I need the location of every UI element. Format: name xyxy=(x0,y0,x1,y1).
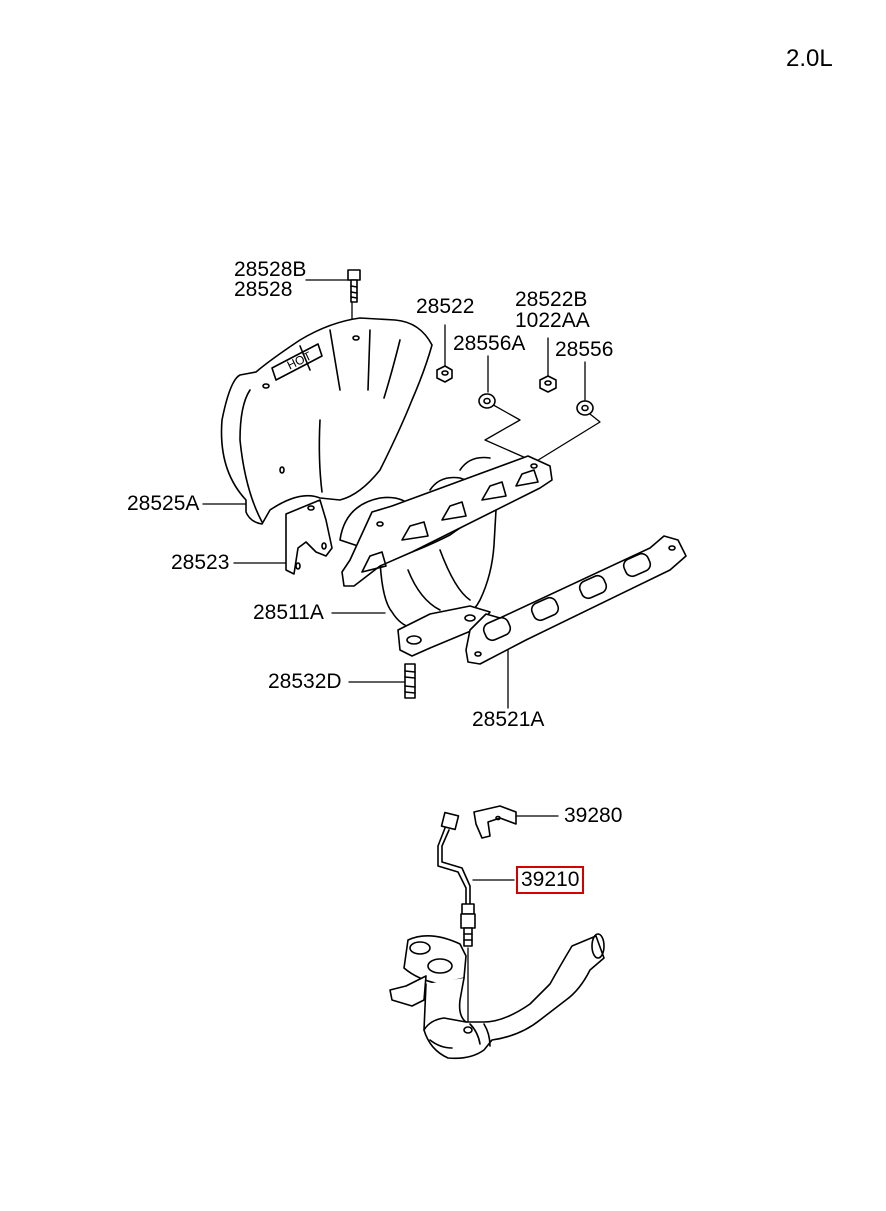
part-label-28556A: 28556A xyxy=(453,332,526,355)
part-label-28522: 28522 xyxy=(416,295,475,318)
bolt-icon xyxy=(347,269,361,303)
nut-icon xyxy=(436,365,453,383)
part-label-28528: 28528 xyxy=(234,278,293,301)
heat-shield-icon: HOT xyxy=(220,317,433,525)
part-label-28522B: 28522B xyxy=(515,288,588,311)
exhaust-manifold-icon xyxy=(339,455,553,657)
part-label-1022AA: 1022AA xyxy=(515,309,590,332)
part-label-28528B: 28528B xyxy=(234,258,307,281)
washer-icon xyxy=(576,400,594,416)
washer-icon xyxy=(478,393,496,409)
engine-label: 2.0L xyxy=(786,45,833,72)
part-label-28521A: 28521A xyxy=(472,708,545,731)
part-label-28532D: 28532D xyxy=(268,670,342,693)
part-label-28523: 28523 xyxy=(171,551,230,574)
nut-icon xyxy=(539,375,557,393)
manifold-gasket-icon xyxy=(465,535,687,665)
sensor-clip-icon xyxy=(473,805,517,839)
part-label-39210-highlighted[interactable]: 39210 xyxy=(516,866,585,894)
part-label-28556: 28556 xyxy=(555,338,614,361)
bracket-icon xyxy=(285,499,333,575)
front-pipe-icon xyxy=(389,933,605,1060)
part-label-28511A: 28511A xyxy=(253,601,324,624)
stud-icon xyxy=(404,663,416,699)
part-label-28525A: 28525A xyxy=(127,492,200,515)
part-label-39280: 39280 xyxy=(564,804,623,827)
oxygen-sensor-icon xyxy=(437,811,476,947)
